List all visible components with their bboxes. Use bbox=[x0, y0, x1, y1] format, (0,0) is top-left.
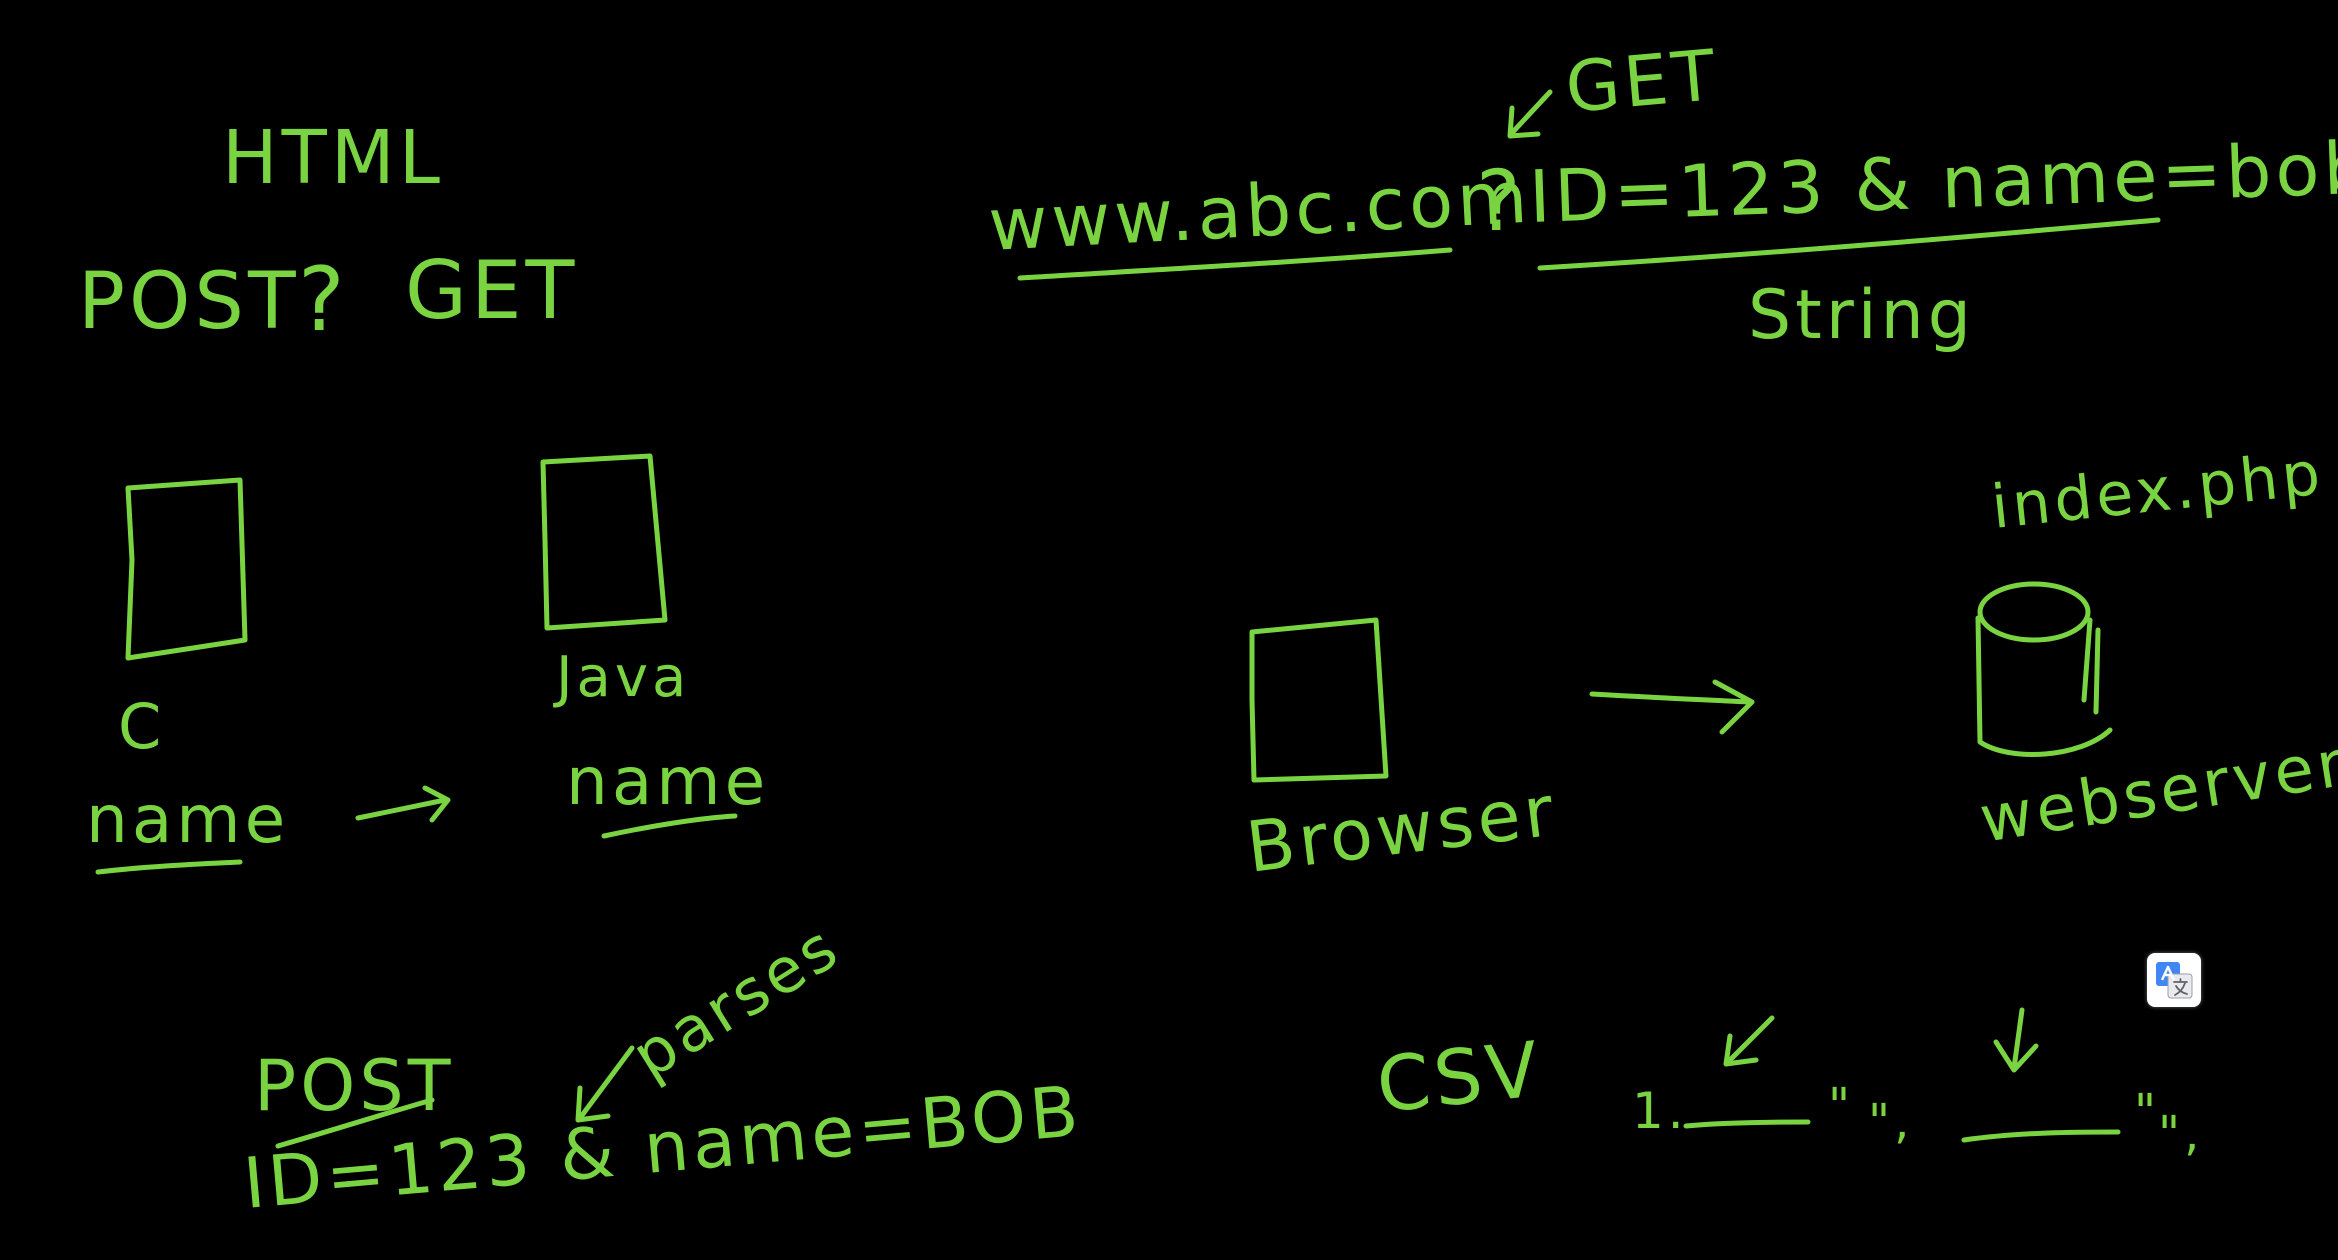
browser-label: Browser bbox=[1242, 770, 1561, 889]
google-translate-icon bbox=[2156, 962, 2193, 999]
index-php-label: index.php bbox=[1988, 438, 2327, 542]
java-label: Java bbox=[553, 645, 690, 710]
csv-field-2-arrow bbox=[1993, 1007, 2039, 1073]
c-label: C bbox=[118, 690, 165, 763]
csv-comma-quote-1: ", bbox=[1868, 1094, 1913, 1150]
webserver-label: webserver bbox=[1975, 727, 2338, 858]
html-title: HTML bbox=[222, 115, 444, 201]
parses-arrow bbox=[575, 1045, 635, 1123]
csv-comma-quote-2: ", bbox=[2158, 1106, 2203, 1162]
csv-quote-open-1: " bbox=[1828, 1078, 1854, 1134]
string-type-note: String bbox=[1748, 276, 1975, 355]
csv-field-1-arrow bbox=[1723, 1015, 1775, 1067]
request-arrow bbox=[1589, 679, 1755, 735]
java-variable-underline bbox=[601, 813, 738, 839]
browser-window-icon bbox=[1249, 617, 1389, 783]
post-label: POST bbox=[78, 257, 300, 347]
c-program-box bbox=[125, 477, 248, 661]
url-domain-underline bbox=[1017, 247, 1453, 281]
csv-field-1-blank bbox=[1683, 1119, 1811, 1129]
csv-field-2-blank bbox=[1961, 1129, 2121, 1143]
url-query-string: ID=123 & name=bob bbox=[1528, 126, 2338, 239]
java-program-box bbox=[540, 453, 668, 631]
translate-button[interactable] bbox=[2147, 953, 2201, 1007]
url-separator: ? bbox=[1476, 152, 1525, 250]
post-heading-underline bbox=[275, 1097, 435, 1149]
webserver-cylinder-icon bbox=[1975, 581, 2113, 757]
name-transfer-arrow bbox=[355, 785, 451, 823]
post-example-heading: POST bbox=[254, 1045, 455, 1127]
csv-label: CSV bbox=[1373, 1024, 1547, 1130]
csv-row-number: 1. bbox=[1632, 1082, 1688, 1140]
get-label: GET bbox=[405, 244, 578, 337]
query-underline bbox=[1537, 217, 2161, 271]
c-variable-name: name bbox=[86, 781, 289, 858]
question-mark: ? bbox=[298, 248, 349, 351]
post-vs-get-question: POST ? GET bbox=[78, 244, 578, 351]
get-method-note: GET bbox=[1562, 34, 1722, 129]
csv-quote-open-2: " bbox=[2134, 1084, 2160, 1140]
parses-annotation: parses bbox=[619, 909, 852, 1093]
c-variable-underline bbox=[95, 859, 243, 875]
java-variable-name: name bbox=[566, 743, 769, 820]
get-method-arrow bbox=[1507, 89, 1553, 139]
